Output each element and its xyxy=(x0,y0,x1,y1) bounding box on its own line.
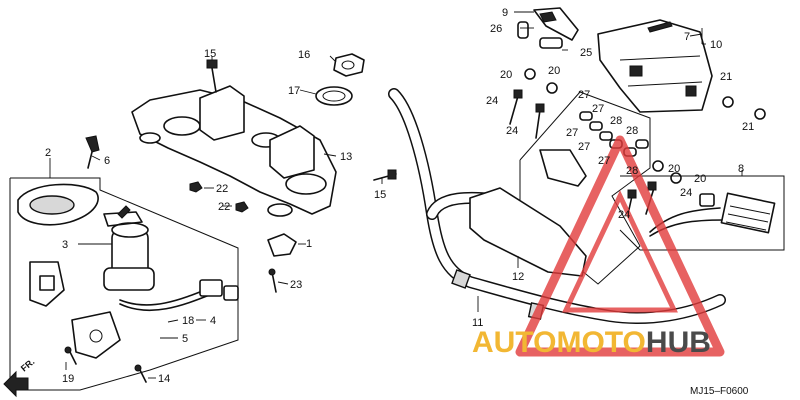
callout-28a: 28 xyxy=(610,115,622,127)
nut-22a xyxy=(189,181,203,193)
callout-6: 6 xyxy=(104,155,110,167)
callout-3: 3 xyxy=(62,239,68,251)
callout-25: 25 xyxy=(580,47,592,59)
watermark-auto: AUTO xyxy=(472,326,556,359)
callout-9: 9 xyxy=(502,7,508,19)
callout-24d: 24 xyxy=(618,209,630,221)
bolt-24a xyxy=(509,89,523,125)
callout-24c: 24 xyxy=(680,187,692,199)
watermark-logo xyxy=(515,135,725,357)
leader-lines xyxy=(49,11,743,379)
screw-21b xyxy=(754,108,766,120)
callout-27c: 27 xyxy=(566,127,578,139)
callout-12: 12 xyxy=(512,271,524,283)
washer-17 xyxy=(315,86,353,106)
harness-connector-8 xyxy=(720,192,776,234)
callout-20a: 20 xyxy=(500,69,512,81)
callout-22b: 22 xyxy=(218,201,230,213)
callout-19: 19 xyxy=(62,373,74,385)
bulb-26 xyxy=(517,21,529,39)
callout-23: 23 xyxy=(290,279,302,291)
callout-16: 16 xyxy=(298,49,310,61)
callout-18: 18 xyxy=(182,315,194,327)
watermark-hub: HUB xyxy=(646,326,711,359)
callout-24b: 24 xyxy=(506,125,518,137)
callout-15a: 15 xyxy=(204,48,216,60)
front-arrow-icon xyxy=(3,370,29,398)
callout-11: 11 xyxy=(472,317,483,329)
screw-14 xyxy=(134,364,147,383)
screw-19 xyxy=(64,346,77,365)
callout-7: 7 xyxy=(684,31,690,43)
callout-4: 4 xyxy=(210,315,216,327)
callout-13: 13 xyxy=(340,151,352,163)
callout-27d: 27 xyxy=(578,141,590,153)
bolt-15-side xyxy=(373,169,397,181)
switch-connector xyxy=(199,279,223,297)
switch-bracket xyxy=(29,261,65,307)
callout-21b: 21 xyxy=(742,121,754,133)
screw-23 xyxy=(268,268,277,293)
callout-27a: 27 xyxy=(578,89,590,101)
callout-27b: 27 xyxy=(592,103,604,115)
grommet-20c xyxy=(652,160,664,172)
callout-27e: 27 xyxy=(598,155,610,167)
ignition-switch-group: FR. xyxy=(3,135,239,398)
watermark-moto: MOTO xyxy=(556,326,645,359)
top-cover-10 xyxy=(597,19,713,113)
callout-17: 17 xyxy=(288,85,300,97)
callout-22a: 22 xyxy=(216,183,228,195)
meter-bracket xyxy=(539,149,587,187)
callout-28c: 28 xyxy=(626,165,638,177)
grommet-20a xyxy=(524,68,536,80)
callout-numbers: 1 2 3 4 5 6 7 8 9 10 11 12 13 14 15 15 1… xyxy=(45,7,754,397)
bolt-15-top xyxy=(206,59,218,93)
callout-1: 1 xyxy=(306,238,312,250)
watermark-triangle xyxy=(515,135,725,357)
callout-5: 5 xyxy=(182,333,188,345)
callout-14: 14 xyxy=(158,373,170,385)
nut-16 xyxy=(333,53,365,77)
diagram-code: MJ15–F0600 xyxy=(690,386,749,397)
wire-clip-1 xyxy=(267,233,297,257)
front-marker: FR. xyxy=(19,357,37,374)
switch-9 xyxy=(533,7,579,41)
callout-24a: 24 xyxy=(486,95,498,107)
handlebar-group xyxy=(388,88,726,324)
callout-8: 8 xyxy=(738,163,744,175)
emblem-7 xyxy=(647,21,673,33)
callout-15b: 15 xyxy=(374,189,386,201)
grommet-20b xyxy=(546,82,558,94)
callout-2: 2 xyxy=(45,147,51,159)
nut-22b xyxy=(235,201,249,213)
ignition-key xyxy=(85,135,100,153)
callout-20d: 20 xyxy=(694,173,706,185)
top-bridge-group xyxy=(131,53,397,293)
socket-25 xyxy=(539,37,563,49)
cover-12 xyxy=(469,187,587,277)
callout-21a: 21 xyxy=(720,71,732,83)
callout-26: 26 xyxy=(490,23,502,35)
screw-21a xyxy=(722,96,734,108)
watermark-text: AUTOMOTOHUB xyxy=(472,326,711,359)
switch-base-plate xyxy=(71,311,121,359)
switch-cover-recess xyxy=(29,195,75,215)
callout-20b: 20 xyxy=(548,65,560,77)
bolt-24b xyxy=(535,103,545,139)
callout-20c: 20 xyxy=(668,163,680,175)
callout-10: 10 xyxy=(710,39,722,51)
meter-group xyxy=(469,7,785,285)
callout-28b: 28 xyxy=(626,125,638,137)
